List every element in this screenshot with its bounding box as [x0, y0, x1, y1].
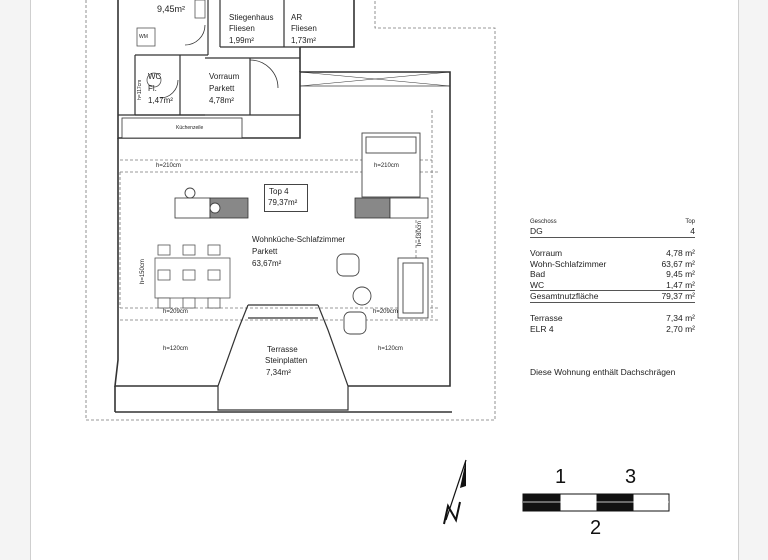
terrasse-area: 7,34m² — [266, 368, 291, 377]
kuechenzeile-label: Küchenzeile — [176, 125, 204, 131]
area-summary-table: Geschoss Top DG 4 Vorraum 4,78 m² Wohn-S… — [530, 219, 695, 334]
table-row: Gesamtnutzfläche 79,37 m² — [530, 290, 695, 303]
vorraum-area: 4,78m² — [209, 96, 234, 105]
height-label: h=209cm — [163, 309, 188, 315]
row-label: Wohn-Schlafzimmer — [530, 258, 607, 269]
height-label: h=210cm — [374, 163, 399, 169]
height-label: h=209cm — [373, 309, 398, 315]
row-label: Terrasse — [530, 313, 563, 323]
table-row: Terrasse 7,34 m² — [530, 313, 695, 324]
scale-label-1: 1 — [555, 466, 567, 488]
table-row: ELR 4 2,70 m² — [530, 324, 695, 335]
stiegenhaus-floor: Fliesen — [229, 24, 255, 33]
top-area: 79,37m² — [268, 198, 298, 207]
height-label: h=120cm — [163, 346, 188, 352]
table-row: Vorraum 4,78 m² — [530, 248, 695, 259]
wc-floor: Fl. — [148, 84, 157, 93]
row-label: Vorraum — [530, 248, 563, 258]
row-label: WC — [530, 279, 645, 291]
row-value: 63,67 m² — [661, 258, 695, 269]
unit-value: 4 — [644, 226, 695, 238]
wc-area: 1,47m² — [148, 96, 173, 105]
vorraum-floor: Parkett — [209, 84, 235, 93]
scale-label-2: 2 — [590, 517, 602, 539]
row-value: 2,70 m² — [666, 323, 695, 334]
scale-bar — [522, 493, 670, 512]
total-value: 79,37 m² — [644, 290, 695, 303]
row-label: Bad — [530, 269, 546, 279]
north-arrow-icon — [443, 459, 467, 525]
wm-label: WM — [139, 34, 148, 40]
stiegenhaus-name: Stiegenhaus — [229, 13, 274, 22]
wohnkueche-floor: Parkett — [252, 247, 278, 256]
row-value: 4,78 m² — [666, 248, 695, 258]
wc-height: h=117cm — [137, 79, 143, 100]
terrasse-name: Terrasse — [267, 345, 298, 354]
total-label: Gesamtnutzfläche — [530, 290, 645, 303]
row-label: ELR 4 — [530, 323, 554, 334]
ar-floor: Fliesen — [291, 24, 317, 33]
wc-name: WC — [148, 72, 162, 81]
header-top: Top — [685, 219, 695, 225]
ar-area: 1,73m² — [291, 36, 316, 45]
bad-area: 9,45m² — [157, 4, 186, 14]
table-row: Wohn-Schlafzimmer 63,67 m² — [530, 259, 695, 270]
height-label: h=120cm — [378, 346, 403, 352]
row-value: 7,34 m² — [666, 313, 695, 323]
stiegenhaus-area: 1,99m² — [229, 36, 254, 45]
row-value: 1,47 m² — [644, 279, 695, 291]
terrasse-floor: Steinplatten — [265, 356, 308, 365]
vorraum-name: Vorraum — [209, 72, 240, 81]
top-name: Top 4 — [269, 187, 289, 196]
height-label: h=210cm — [156, 163, 181, 169]
height-label: h=150cm — [140, 259, 146, 284]
floor-value: DG — [530, 226, 645, 238]
table-row: WC 1,47 m² — [530, 279, 695, 291]
ar-name: AR — [291, 13, 303, 22]
wohnkueche-area: 63,67m² — [252, 259, 282, 268]
scale-label-3: 3 — [625, 466, 637, 488]
header-geschoss: Geschoss — [530, 219, 557, 225]
height-label: h=180cm — [417, 221, 423, 246]
dachschraegen-note: Diese Wohnung enthält Dachschrägen — [530, 367, 676, 377]
table-row: Bad 9,45 m² — [530, 269, 695, 280]
wohnkueche-name: Wohnküche-Schlafzimmer — [252, 235, 346, 244]
top-label-box — [264, 184, 308, 212]
row-value: 9,45 m² — [666, 269, 695, 279]
